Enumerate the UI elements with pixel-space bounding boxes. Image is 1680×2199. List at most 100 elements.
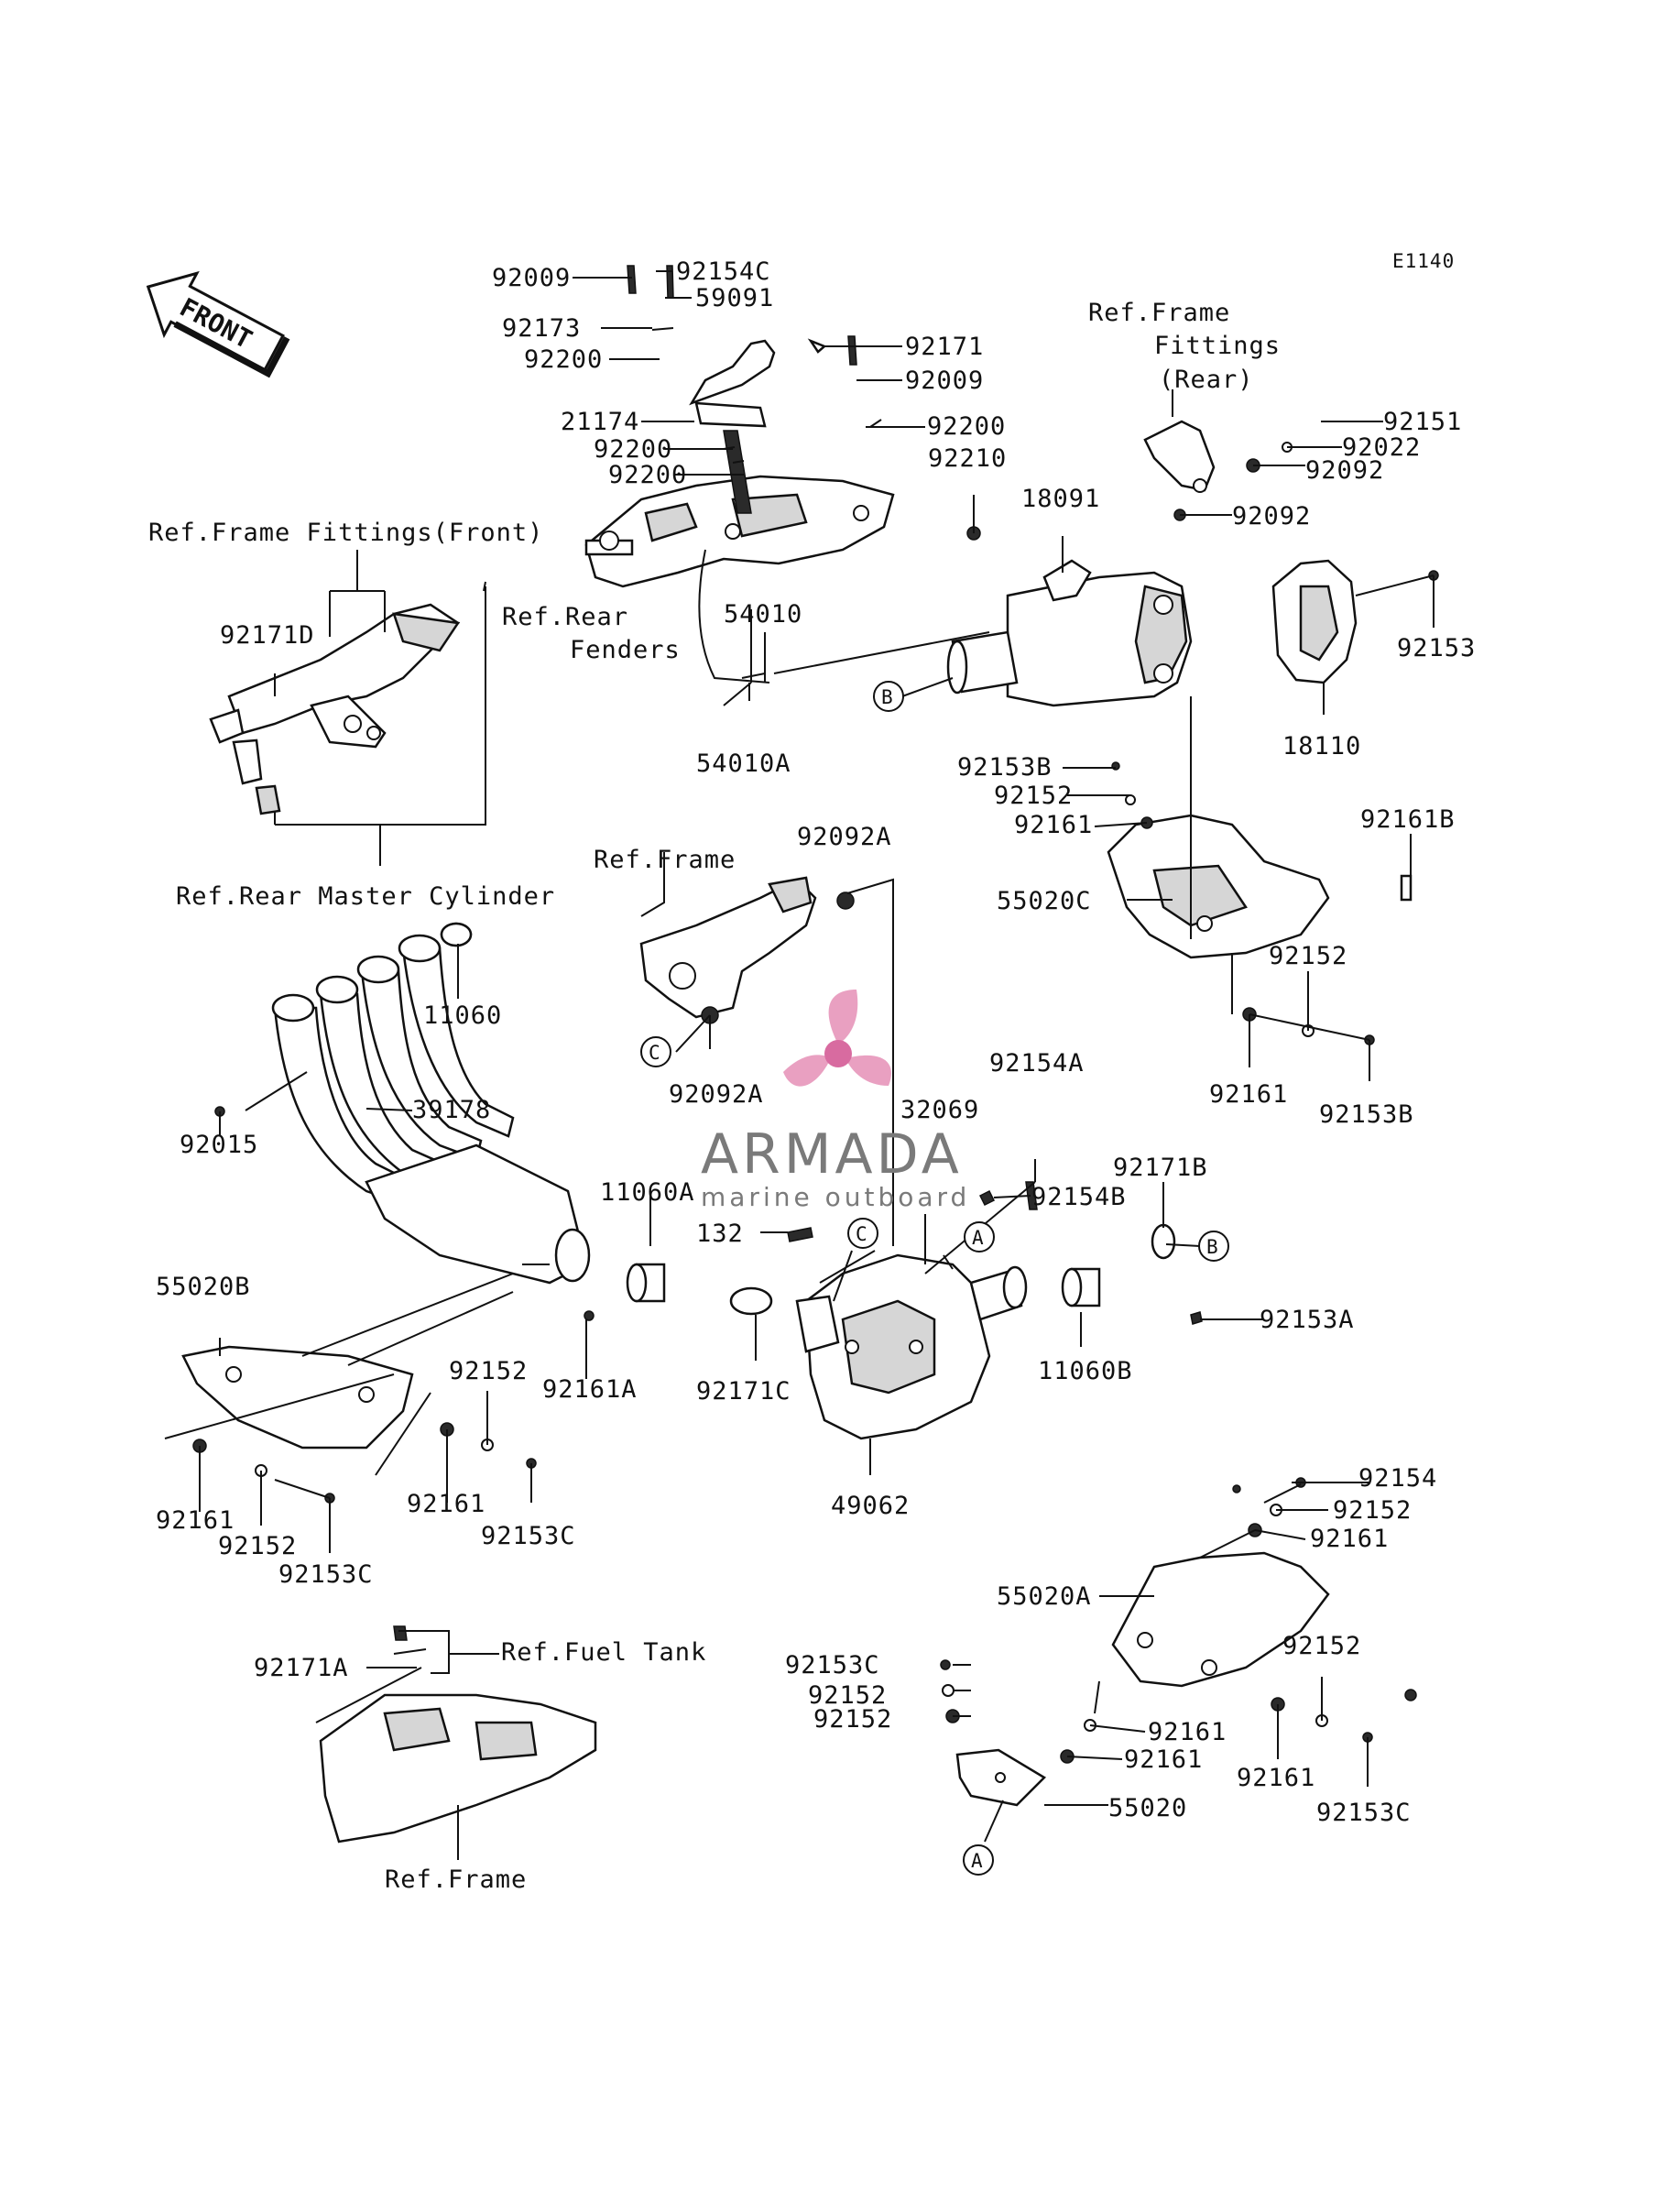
callout-b-lower: B	[1198, 1231, 1229, 1262]
part-label: 11060B	[1038, 1357, 1133, 1385]
callout-a-lower: A	[964, 1221, 995, 1253]
part-label: 92152	[449, 1357, 528, 1385]
part-label: 92153C	[278, 1560, 374, 1589]
silencer-cover	[1271, 559, 1358, 684]
svg-text:C: C	[649, 1042, 661, 1064]
ref-rear-fenders-line2: Fenders	[570, 636, 681, 664]
gasket-11060	[440, 922, 473, 947]
front-arrow-icon: FRONT	[146, 270, 290, 378]
part-label: 132	[696, 1220, 744, 1248]
part-label: 92200	[608, 461, 687, 489]
ref-rear-master-cylinder: Ref.Rear Master Cylinder	[176, 882, 555, 911]
part-label: 92152	[1282, 1632, 1361, 1660]
part-label: 92092A	[669, 1080, 764, 1109]
part-label: 92092A	[797, 823, 892, 851]
callout-b-top: B	[873, 681, 904, 712]
ref-rear-fenders-line1: Ref.Rear	[502, 603, 628, 631]
part-label: 92154B	[1031, 1183, 1127, 1211]
part-label: 55020C	[997, 887, 1092, 915]
part-label: 92152	[1333, 1496, 1412, 1525]
ref-fuel-tank: Ref.Fuel Tank	[501, 1638, 706, 1667]
part-label: 92009	[905, 366, 984, 395]
ref-frame-fittings-rear-line2: Fittings	[1154, 332, 1281, 360]
part-label: 92210	[928, 444, 1007, 473]
part-label: 92152	[813, 1705, 892, 1734]
diagram-code: E1140	[1392, 250, 1455, 272]
part-label: 92161B	[1360, 805, 1456, 834]
part-label: 92200	[524, 345, 603, 374]
lower-frame-part	[315, 1625, 597, 1843]
part-label: 92200	[594, 435, 672, 464]
svg-text:B: B	[881, 686, 894, 708]
part-label: 92152	[808, 1681, 887, 1710]
part-label: 18091	[1021, 485, 1100, 513]
part-label: 92173	[502, 314, 581, 343]
pre-chamber-bracket	[955, 1748, 1047, 1807]
part-label: 54010	[724, 600, 802, 629]
ref-frame-mid: Ref.Frame	[594, 846, 736, 874]
part-label: 92153A	[1260, 1306, 1355, 1334]
ref-frame-bottom: Ref.Frame	[385, 1865, 527, 1894]
armada-watermark: ARMADA marine outboard	[701, 990, 970, 1212]
callout-c-mid: C	[640, 1036, 671, 1067]
ref-frame-fittings-rear-line1: Ref.Frame	[1088, 299, 1230, 327]
part-label: 32069	[900, 1096, 979, 1124]
part-label: 49062	[831, 1492, 910, 1520]
part-label: 92171C	[696, 1377, 791, 1406]
leader-lines	[164, 270, 1435, 1860]
header-cover-left	[181, 1345, 414, 1450]
exhaust-pre-chamber	[795, 1253, 1028, 1440]
part-label: 92153B	[957, 753, 1053, 782]
mid-frame-part	[639, 876, 817, 1019]
part-label: 92092	[1305, 456, 1384, 485]
part-label: 11060A	[600, 1178, 695, 1207]
gaskets-and-clamps	[440, 922, 1203, 1325]
part-label: 92161	[1237, 1764, 1315, 1792]
part-label: 55020A	[997, 1582, 1092, 1611]
part-label: 92161	[1014, 811, 1093, 839]
ref-frame-fittings-rear-line3: (Rear)	[1159, 366, 1254, 394]
part-label: 92161	[1148, 1718, 1227, 1746]
part-label: 92171D	[220, 621, 315, 650]
part-label: 92151	[1383, 408, 1462, 436]
part-label: 92154A	[989, 1049, 1085, 1078]
part-label: 39178	[412, 1096, 491, 1124]
part-label: 18110	[1282, 732, 1361, 760]
svg-text:A: A	[971, 1850, 984, 1872]
part-label: 92171A	[254, 1654, 349, 1682]
part-label: 92153C	[1316, 1799, 1412, 1827]
part-label: 92092	[1232, 502, 1311, 531]
frame-fittings-front-assembly	[209, 581, 486, 815]
part-label: 92200	[927, 412, 1006, 441]
part-label: 92153	[1397, 634, 1476, 662]
part-label: 92171	[905, 333, 984, 361]
part-label: 92154C	[676, 257, 771, 286]
rear-frame-assembly	[584, 401, 895, 684]
part-label: 92022	[1342, 433, 1421, 462]
part-label: 92161	[1310, 1525, 1389, 1553]
frame-fittings-rear-assembly	[1143, 420, 1216, 493]
part-label: 92152	[994, 782, 1073, 810]
part-label: 92171B	[1113, 1154, 1208, 1182]
part-label: 54010A	[696, 749, 791, 778]
part-label: 92153B	[1319, 1100, 1414, 1129]
part-label: 92161A	[542, 1375, 638, 1404]
part-label: 92161	[1124, 1745, 1203, 1774]
part-label: 92015	[180, 1131, 258, 1159]
callout-a-bottom: A	[963, 1844, 994, 1876]
exhaust-header-pipes	[271, 922, 591, 1285]
part-label: 21174	[561, 408, 639, 436]
part-label: 92161	[1209, 1080, 1288, 1109]
part-label: 92161	[156, 1506, 235, 1535]
watermark-subtitle: marine outboard	[701, 1182, 970, 1212]
ref-frame-fittings-front: Ref.Frame Fittings(Front)	[148, 519, 543, 547]
part-label: 92153C	[785, 1651, 880, 1679]
part-label: 55020B	[156, 1273, 251, 1301]
part-label: 92161	[407, 1490, 485, 1518]
rear-bracket-parts	[627, 265, 882, 464]
svg-text:B: B	[1206, 1236, 1219, 1258]
part-label: 92152	[218, 1532, 297, 1560]
watermark-title: ARMADA	[701, 1122, 963, 1187]
svg-text:A: A	[972, 1227, 985, 1249]
